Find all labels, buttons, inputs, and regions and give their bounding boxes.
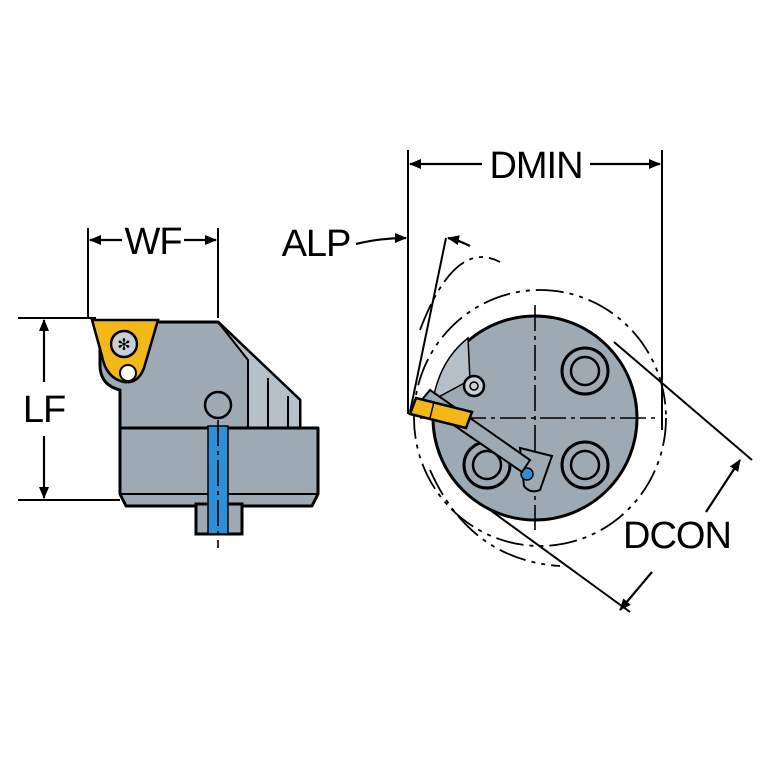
dcon-dim-line-top [705, 459, 741, 513]
insert-screw [109, 329, 139, 359]
alp-label: ALP [282, 223, 351, 265]
front-insert [408, 396, 474, 430]
lf-label: LF [23, 389, 65, 431]
wf-label: WF [124, 221, 181, 263]
alp-arc-left [355, 233, 407, 246]
dcon-dim-line-bottom [619, 571, 653, 611]
clamp-screw-hole [203, 390, 233, 420]
alp-arc-right [447, 235, 471, 247]
insert-screw-torx-icon: ✻ [117, 335, 130, 354]
insert-clamp-screw [462, 374, 486, 398]
dmin-label: DMIN [489, 145, 582, 187]
coolant-outlet [520, 467, 534, 481]
dcon-label: DCON [623, 515, 731, 557]
side-view: ✻ WF LF [18, 221, 320, 548]
front-view: DMIN ALP DCON [282, 145, 753, 613]
insert-pin-hole [119, 364, 137, 382]
